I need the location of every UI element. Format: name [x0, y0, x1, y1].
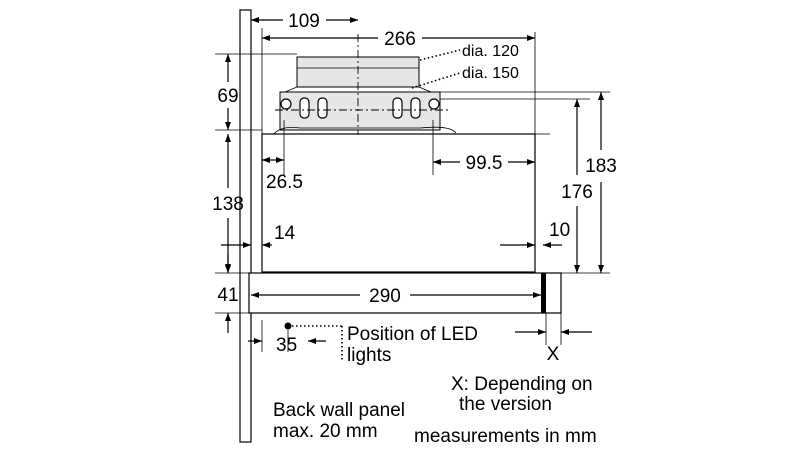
led-position-marker [284, 322, 343, 362]
dia-120-label: dia. 120 [462, 43, 519, 60]
dimension-41: 41 [217, 255, 239, 333]
dimension-26-5: 26.5 [262, 157, 303, 193]
dimension-35: 35 [248, 335, 326, 356]
dim-290-label: 290 [369, 286, 401, 307]
dim-x-label: X [547, 344, 560, 365]
dim-266-label: 266 [384, 29, 416, 50]
dim-26-5-label: 26.5 [266, 172, 303, 193]
dim-176-label: 176 [561, 182, 593, 203]
dim-69-label: 69 [217, 86, 238, 107]
dimension-138: 138 [212, 134, 244, 272]
dimension-176: 176 [561, 99, 593, 273]
dim-14-label: 14 [274, 223, 296, 244]
dimension-x: X [515, 329, 592, 365]
back-wall-label-line1: Back wall panel [273, 400, 405, 421]
dimension-183: 183 [585, 92, 617, 273]
units-note: measurements in mm [414, 426, 597, 447]
dimension-14: 14 [221, 223, 296, 248]
motor-housing [271, 91, 457, 137]
back-wall-label-line2: max. 20 mm [273, 421, 378, 442]
led-position-label-line2: lights [347, 345, 391, 366]
dimension-69: 69 [217, 54, 239, 130]
led-position-label-line1: Position of LED [347, 324, 478, 345]
dimension-266: 266 [262, 29, 535, 50]
x-note-line2: the version [459, 394, 552, 415]
dimension-99-5: 99.5 [433, 153, 535, 174]
dim-10-label: 10 [549, 220, 570, 241]
dim-109-label: 109 [288, 11, 320, 32]
dimension-290: 290 [251, 286, 541, 307]
dim-183-label: 183 [585, 156, 617, 177]
back-wall-panel [239, 9, 252, 443]
dimension-109: 109 [251, 11, 358, 32]
dim-41-label: 41 [217, 285, 238, 306]
front-panel [248, 272, 562, 314]
x-note-line1: X: Depending on [451, 374, 593, 395]
dim-35-label: 35 [276, 335, 297, 356]
dimension-10: 10 [500, 220, 570, 248]
dim-99-5-label: 99.5 [466, 153, 503, 174]
dim-138-label: 138 [212, 194, 244, 215]
hood-body [261, 133, 536, 273]
dia-150-label: dia. 150 [462, 65, 519, 82]
